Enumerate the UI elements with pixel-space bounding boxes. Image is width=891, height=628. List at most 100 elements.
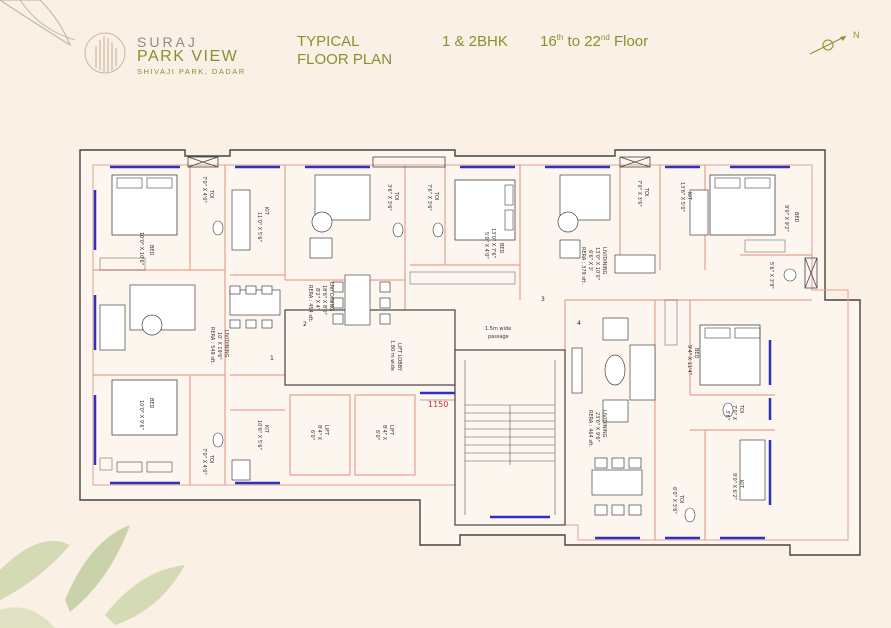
leaf-bottom-1	[0, 540, 70, 600]
compass-icon	[809, 35, 847, 55]
leaf-top-left-2	[19, 0, 76, 41]
bed-right-dim: 9'4" X 11'4"	[686, 345, 692, 375]
toi-top-left-label: TOI	[208, 189, 214, 198]
kitchen-counters	[231, 189, 766, 501]
liv-top-mid-dim2: 8'2" X 4'	[314, 288, 320, 309]
stair-treads	[464, 360, 556, 515]
floor-to: to 22	[563, 33, 601, 50]
bed-bottom-left-label: BED	[148, 398, 154, 409]
liv-top-right-dim: 13'0" X 10'0"	[594, 247, 600, 280]
toi-top-right-dim: 7'0" X 3'6"	[636, 180, 642, 207]
liv-top-right-dim2: 6'6" X 3'	[587, 250, 593, 271]
lift1-dim2: 6'0"	[309, 430, 315, 440]
bed-mid-dim2: 5'0" X 4'0"	[483, 232, 489, 259]
kit-top-right-label: KIT	[686, 192, 692, 201]
passage-label: 1.5m wide	[485, 326, 511, 332]
marker-2: 2	[303, 321, 307, 328]
toi-right2-label: TOI	[678, 494, 684, 503]
bed-mid-label: BED	[498, 243, 504, 254]
toi-top-right2-dim: 5'6" X 3'9"	[768, 262, 774, 289]
bed-mid-dim: 13'0" X 7'6"	[490, 228, 496, 258]
bed-right-label: BED	[693, 348, 699, 359]
lift2-dim2: 6'0"	[374, 430, 380, 440]
brand-name: PARK VIEW	[137, 48, 239, 65]
bed-pillows	[116, 177, 771, 473]
leaf-top-left	[0, 0, 72, 47]
liv-left-dim: 10' X 19'6"	[216, 332, 222, 360]
toi-top-right-label: TOI	[643, 187, 649, 196]
toi-mid2-label: TOI	[433, 191, 439, 200]
room-partitions	[93, 165, 812, 540]
liv-top-mid-dim: 18'6" X 8'0"	[321, 285, 327, 315]
liv-left-rera: RERA : 549 sft.	[209, 327, 215, 365]
toi-mid2-dim: 7'6" X 3'6"	[426, 184, 432, 211]
liv-right-rera: RERA : 464 sft.	[587, 410, 593, 448]
lift1-label: LIFT	[323, 425, 329, 436]
kit-top-left-label: KIT	[263, 207, 269, 216]
kit-bottom-left-label: KIT	[263, 425, 269, 434]
title-line2: FLOOR PLAN	[297, 51, 393, 68]
liv-right-label: LIV/DINING	[601, 410, 607, 438]
toilet-fixtures	[212, 220, 797, 523]
compass-north-label: N	[853, 30, 860, 40]
lift-shaft-1	[289, 394, 351, 476]
liv-top-mid-label: LIV/ DINING	[328, 282, 334, 311]
floor-suffix: Floor	[609, 33, 649, 50]
toi-right2-dim: 6'0" X 3'6"	[671, 487, 677, 514]
unit-type: 1 & 2BHK	[442, 33, 508, 50]
toi-bottom-left-dim: 7'0" X 4'0"	[201, 448, 207, 475]
lift-lobby-label: LIFT LOBBY	[396, 343, 402, 372]
marker-1: 1	[270, 355, 274, 362]
floor-from-sup: th	[556, 33, 564, 42]
kit-top-left-dim: 11'0" X 5'6"	[256, 212, 262, 242]
title-line1: TYPICAL	[297, 33, 360, 50]
liv-left-label: LIV/DINING	[223, 330, 229, 358]
windows	[93, 165, 790, 540]
leaf-bottom-4	[0, 607, 55, 628]
floor-to-sup: nd	[600, 33, 610, 42]
lift2-label: LIFT	[388, 425, 394, 436]
lift1-dim: 8'4" X	[316, 425, 322, 441]
liv-top-mid-rera: RERA : 454 sft.	[307, 285, 313, 323]
brand-top-text: SURAJ	[137, 34, 198, 50]
lift-shaft-2	[354, 394, 416, 476]
kit-top-right-dim: 13'6" X 5'0"	[679, 182, 685, 212]
marker-3: 3	[541, 296, 545, 303]
bed-top-left-dim: 10'0" X 10'6"	[138, 232, 144, 265]
living-furniture	[99, 174, 656, 423]
liv-top-right-label: LIV/DINING	[601, 247, 607, 275]
lift-lobby-dim: 1.80 m wide	[389, 340, 395, 371]
liv-top-right-rera: RERA : 379 sft.	[580, 247, 586, 285]
toi-right-dim: 7'0" X	[731, 405, 737, 421]
toi-mid1-label: TOI	[393, 191, 399, 200]
kit-right-dim: 9'0" X 6'2"	[731, 473, 737, 500]
brand-location: SHIVAJI PARK, DADAR	[137, 67, 246, 76]
passage-label-2: passage	[488, 334, 509, 340]
lift2-dim: 8'4" X	[381, 425, 387, 441]
bed-top-left-label: BED	[148, 245, 154, 256]
inner-wall-outline	[92, 164, 849, 541]
brand-logo	[84, 32, 126, 74]
toi-bottom-left-label: TOI	[208, 454, 214, 463]
floor-range: 16th to 22nd Floor	[540, 33, 648, 50]
kit-right-label: KIT	[738, 480, 744, 489]
leaf-bottom-2	[65, 525, 130, 612]
leaf-bottom-3	[105, 565, 185, 625]
toi-right-label: TOI	[738, 404, 744, 413]
marker-4: 4	[577, 320, 581, 327]
dining-sets	[229, 254, 656, 516]
bed-top-right-label: BED	[793, 212, 799, 223]
liv-right-dim: 23'6" X 9'6"	[594, 412, 600, 442]
kit-bottom-left-dim: 10'6" X 5'6"	[256, 420, 262, 450]
service-shafts	[187, 156, 818, 289]
floor-from: 16	[540, 33, 557, 50]
toi-mid1-dim: 3'6" X 3'6"	[386, 184, 392, 211]
toi-top-left-dim: 7'0" X 4'0"	[201, 176, 207, 203]
toi-right-dim2: 3'6"	[724, 410, 730, 420]
railings	[99, 239, 786, 471]
bed-bottom-left-dim: 10'0" X 9'6"	[138, 400, 144, 430]
bed-top-right-dim: 9'0" X 9'2"	[783, 205, 789, 232]
dimension-1150: 1150	[428, 400, 448, 409]
